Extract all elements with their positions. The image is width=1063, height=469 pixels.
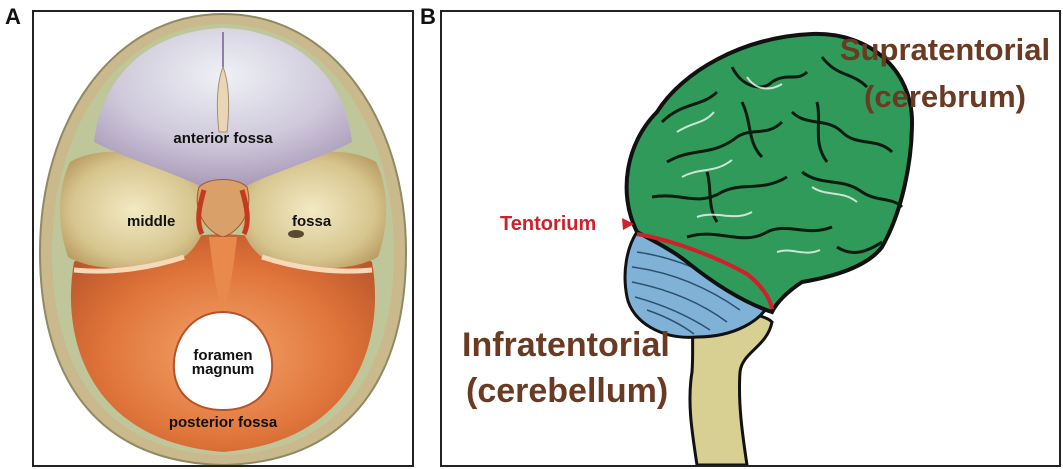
label-anterior-fossa: anterior fossa xyxy=(173,130,273,147)
panel-a-letter: A xyxy=(5,4,21,30)
panel-b-brain: Supratentorial (cerebrum) Tentorium Infr… xyxy=(440,10,1061,467)
panel-a-skull-base: anterior fossa middle fossa foramen magn… xyxy=(32,10,414,467)
label-posterior-fossa: posterior fossa xyxy=(169,414,278,431)
brain-illustration: Supratentorial (cerebrum) Tentorium Infr… xyxy=(442,12,1059,465)
label-cerebrum: (cerebrum) xyxy=(864,79,1026,114)
panel-b-letter: B xyxy=(420,4,436,30)
label-cerebellum: (cerebellum) xyxy=(466,372,668,410)
label-middle: middle xyxy=(127,213,175,230)
label-fossa: fossa xyxy=(292,213,332,230)
skull-base-illustration: anterior fossa middle fossa foramen magn… xyxy=(34,12,412,465)
label-infratentorial: Infratentorial xyxy=(462,326,670,364)
label-supratentorial: Supratentorial xyxy=(840,32,1050,67)
label-magnum: magnum xyxy=(192,361,255,378)
label-tentorium: Tentorium xyxy=(500,213,596,235)
